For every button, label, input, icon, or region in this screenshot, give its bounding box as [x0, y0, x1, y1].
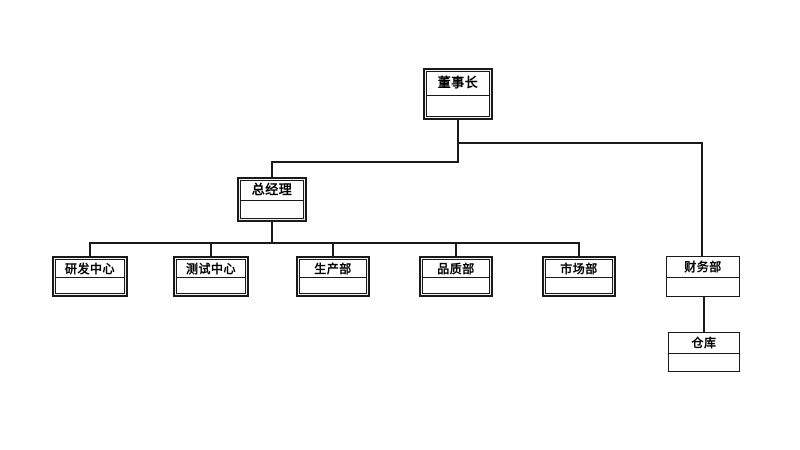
- connector-drop-marketing: [578, 242, 580, 257]
- node-general-manager[interactable]: 总经理: [237, 177, 307, 222]
- node-body-row: [669, 353, 739, 371]
- node-title-row: 董事长: [427, 72, 489, 97]
- node-body-row: [56, 278, 124, 293]
- node-production-dept[interactable]: 生产部: [296, 256, 370, 297]
- node-label: 研发中心: [64, 261, 115, 276]
- connector-drop-quality: [455, 242, 457, 257]
- node-label: 测试中心: [185, 261, 236, 276]
- node-body-row: [427, 96, 489, 116]
- node-label: 品质部: [437, 261, 475, 276]
- node-warehouse[interactable]: 仓库: [668, 332, 740, 372]
- connector-gm-riser: [271, 161, 273, 178]
- connector-finance-drop: [701, 142, 703, 256]
- node-title-row: 研发中心: [56, 260, 124, 279]
- node-finance-dept[interactable]: 财务部: [666, 256, 740, 297]
- connector-department-bus: [89, 242, 580, 244]
- node-label: 生产部: [314, 261, 352, 276]
- node-label: 仓库: [691, 335, 717, 350]
- node-title-row: 市场部: [546, 260, 612, 279]
- node-marketing-dept[interactable]: 市场部: [542, 256, 616, 297]
- node-title-row: 测试中心: [177, 260, 245, 279]
- connector-chairman-to-finance: [457, 142, 703, 144]
- node-title-row: 生产部: [300, 260, 366, 279]
- node-label: 财务部: [684, 260, 722, 275]
- node-title-row: 财务部: [667, 257, 739, 279]
- node-title-row: 品质部: [423, 260, 489, 279]
- connector-gm-stem: [271, 222, 273, 244]
- connector-finance-to-warehouse: [703, 297, 705, 333]
- node-title-row: 仓库: [669, 333, 739, 354]
- node-testing-center[interactable]: 测试中心: [173, 256, 249, 297]
- node-body-row: [241, 201, 303, 218]
- node-body-row: [177, 278, 245, 293]
- connector-chairman-to-gm: [271, 161, 459, 163]
- node-chairman[interactable]: 董事长: [423, 68, 493, 120]
- connector-drop-production: [332, 242, 334, 257]
- connector-drop-rnd: [89, 242, 91, 257]
- node-label: 市场部: [560, 261, 598, 276]
- node-body-row: [300, 278, 366, 293]
- node-body-row: [667, 278, 739, 296]
- node-quality-dept[interactable]: 品质部: [419, 256, 493, 297]
- connector-drop-testing: [210, 242, 212, 257]
- node-body-row: [423, 278, 489, 293]
- node-rnd-center[interactable]: 研发中心: [52, 256, 128, 297]
- node-body-row: [546, 278, 612, 293]
- node-label: 总经理: [251, 183, 293, 199]
- node-label: 董事长: [437, 76, 479, 92]
- connector-chairman-stem: [457, 120, 459, 163]
- node-title-row: 总经理: [241, 181, 303, 202]
